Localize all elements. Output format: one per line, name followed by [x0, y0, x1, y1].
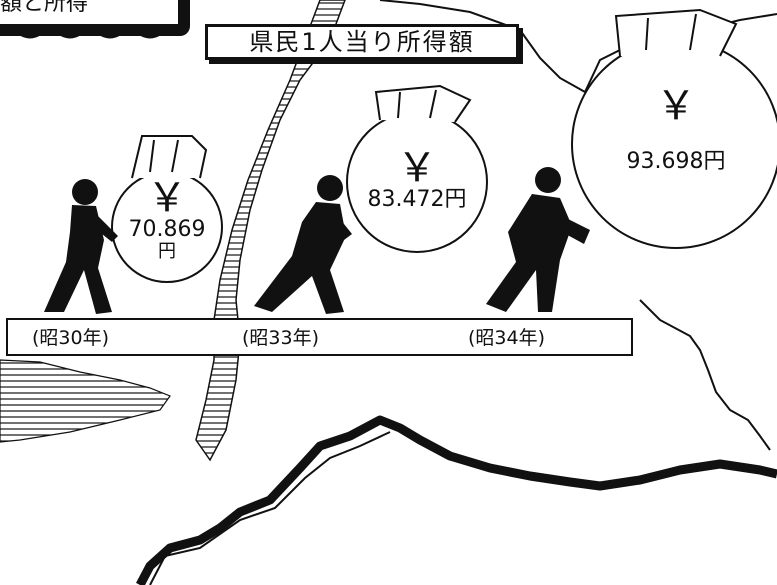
coastline	[136, 415, 777, 585]
figure-walking-1	[44, 179, 118, 314]
figure-walking-2	[254, 175, 352, 314]
yen-symbol: ￥	[656, 83, 696, 129]
year-strip	[6, 318, 633, 356]
corner-sign-panel	[0, 0, 180, 26]
year-label-1: (昭30年)	[32, 327, 110, 349]
bag-3-text: ￥ 93.698円	[606, 86, 746, 174]
year-label-3: (昭34年)	[468, 327, 546, 349]
bag-1-text: ￥ 70.869 円	[127, 178, 207, 262]
year-label-2: (昭33年)	[242, 327, 320, 349]
hatched-area-left	[0, 359, 171, 443]
bag-1-amount: 70.869	[128, 217, 206, 242]
bag-3-amount: 93.698円	[626, 149, 726, 174]
bag-1-unit: 円	[158, 241, 176, 262]
corner-sign-text: 額と所得	[0, 0, 89, 16]
bag-2-text: ￥ 83.472円	[352, 148, 482, 212]
yen-symbol: ￥	[397, 145, 437, 191]
figure-walking-3	[486, 167, 590, 312]
money-bag-2	[346, 84, 488, 253]
yen-symbol: ￥	[147, 175, 187, 221]
money-bag-1	[111, 135, 223, 283]
money-bag-3	[571, 8, 777, 249]
bag-2-amount: 83.472円	[367, 187, 467, 212]
chart-title: 県民1人当り所得額	[205, 24, 519, 60]
